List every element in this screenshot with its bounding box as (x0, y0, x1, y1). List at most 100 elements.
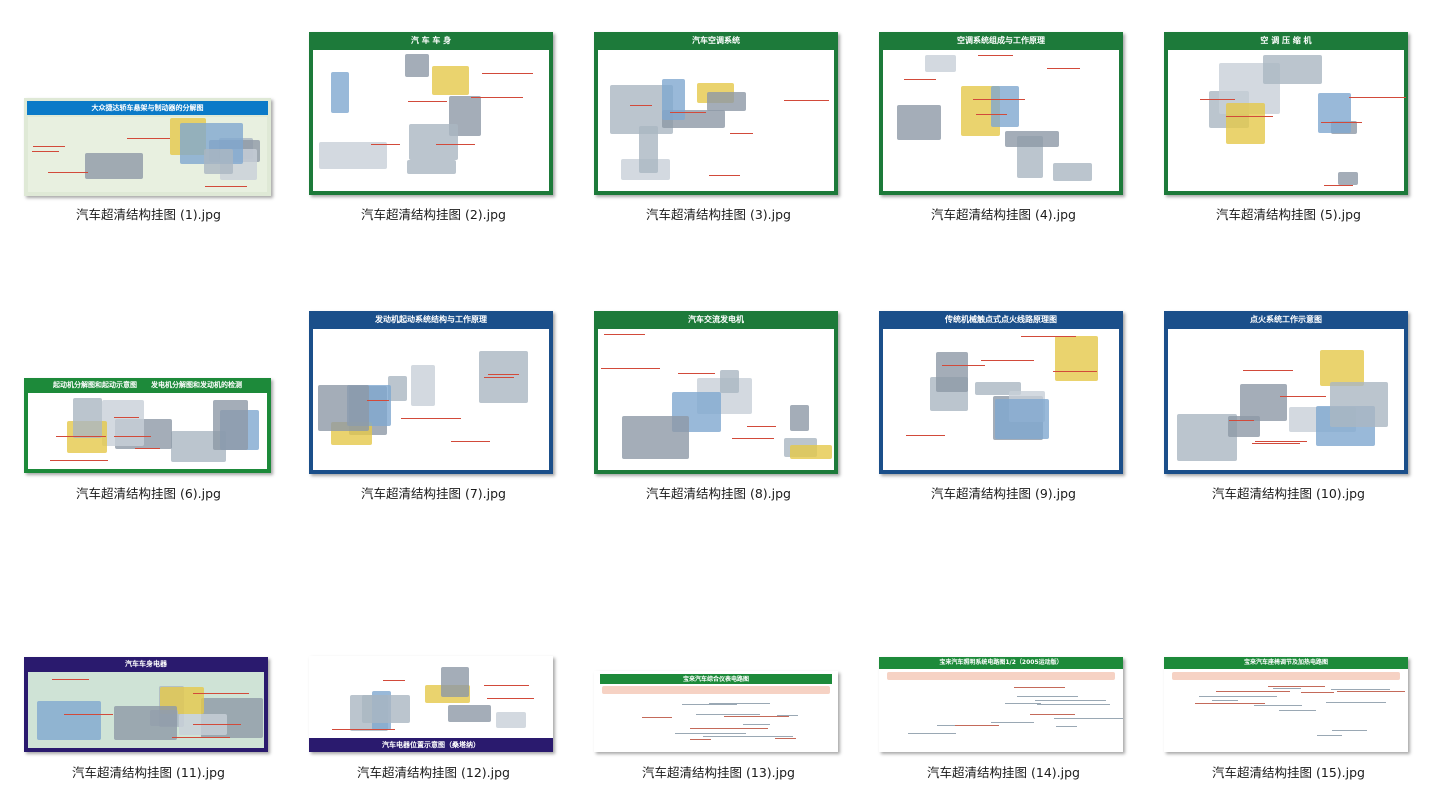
poster-body (1168, 50, 1407, 191)
callout-line (603, 333, 645, 335)
circuit-line (1273, 688, 1302, 690)
file-name[interactable]: 汽车超清结构挂图 (13).jpg (642, 765, 795, 780)
poster-title: 汽车电器位置示意图（桑塔纳） (309, 738, 553, 752)
poster-body (28, 672, 264, 748)
diagram-part (114, 705, 178, 740)
callout-line (382, 679, 406, 681)
poster-body (598, 329, 834, 470)
file-name[interactable]: 汽车超清结构挂图 (9).jpg (931, 486, 1076, 501)
image-thumbnail[interactable]: 汽 车 车 身 (309, 32, 553, 195)
poster-title: 宝来汽车照明系统电路图1/2（2005运动版） (879, 657, 1123, 669)
callout-line (1280, 396, 1326, 398)
circuit-line (777, 715, 798, 717)
callout-line (746, 426, 776, 428)
diagram-part (1052, 162, 1093, 181)
diagram-part (662, 79, 686, 121)
image-thumbnail[interactable]: 汽车车身电器 (24, 657, 268, 752)
diagram-part (995, 399, 1049, 439)
callout-line (134, 447, 161, 449)
callout-line (1226, 115, 1274, 117)
diagram-part (478, 350, 528, 403)
image-thumbnail[interactable]: 空调系统组成与工作原理 (879, 32, 1123, 195)
diagram-part (936, 351, 969, 393)
file-name[interactable]: 汽车超清结构挂图 (5).jpg (1216, 207, 1361, 222)
poster-title: 汽车交流发电机 (598, 311, 834, 328)
callout-line (1251, 443, 1300, 445)
diagram-part (790, 404, 810, 431)
circuit-line (742, 724, 770, 726)
circuit-line (1194, 702, 1266, 704)
file-name[interactable]: 汽车超清结构挂图 (12).jpg (357, 765, 510, 780)
file-name[interactable]: 汽车超清结构挂图 (4).jpg (931, 207, 1076, 222)
callout-line (1348, 97, 1407, 99)
circuit-line (1013, 687, 1058, 689)
callout-line (670, 111, 706, 113)
circuit-line (937, 725, 962, 727)
circuit-line (1056, 726, 1078, 728)
poster-body (883, 670, 1123, 748)
poster-body (313, 329, 549, 470)
callout-line (436, 143, 476, 145)
file-name[interactable]: 汽车超清结构挂图 (6).jpg (76, 486, 221, 501)
image-thumbnail[interactable]: 宝来汽车照明系统电路图1/2（2005运动版） (879, 657, 1123, 752)
callout-line (114, 435, 152, 437)
diagram-part (1239, 384, 1288, 422)
poster-body (1168, 670, 1406, 748)
file-name[interactable]: 汽车超清结构挂图 (14).jpg (927, 765, 1080, 780)
circuit-line (682, 703, 737, 705)
image-thumbnail[interactable]: 大众捷达轿车悬架与制动器的分解图 (24, 98, 271, 196)
callout-line (1242, 370, 1293, 372)
diagram-part (1228, 415, 1260, 438)
circuit-line (642, 716, 673, 718)
file-name[interactable]: 汽车超清结构挂图 (7).jpg (361, 486, 506, 501)
image-thumbnail[interactable]: 汽车空调系统 (594, 32, 838, 195)
diagram-part (720, 370, 739, 394)
diagram-part (85, 153, 144, 180)
image-thumbnail[interactable]: 起动机分解图和起动示意图 发电机分解图和发动机的检测 (24, 378, 271, 473)
file-name[interactable]: 汽车超清结构挂图 (10).jpg (1212, 486, 1365, 501)
diagram-band (887, 672, 1115, 680)
image-thumbnail[interactable]: 汽车交流发电机 (594, 311, 838, 474)
callout-line (470, 96, 523, 98)
diagram-part (317, 384, 369, 432)
file-name[interactable]: 汽车超清结构挂图 (3).jpg (646, 207, 791, 222)
image-thumbnail[interactable]: 点火系统工作示意图 (1164, 311, 1408, 474)
diagram-part (1004, 131, 1060, 148)
file-name[interactable]: 汽车超清结构挂图 (8).jpg (646, 486, 791, 501)
poster-title: 点火系统工作示意图 (1168, 311, 1404, 328)
image-thumbnail[interactable]: 宝来汽车综合仪表电路图 (594, 671, 838, 752)
callout-line (980, 359, 1034, 361)
callout-line (484, 377, 514, 379)
callout-line (408, 101, 447, 103)
image-thumbnail[interactable]: 发动机起动系统结构与工作原理 (309, 311, 553, 474)
file-name[interactable]: 汽车超清结构挂图 (15).jpg (1212, 765, 1365, 780)
poster-body (1168, 329, 1404, 470)
circuit-line (690, 728, 769, 730)
circuit-line (1331, 689, 1391, 691)
callout-line (401, 417, 461, 419)
diagram-part (496, 711, 526, 728)
file-name[interactable]: 汽车超清结构挂图 (11).jpg (72, 765, 225, 780)
diagram-part (331, 72, 350, 114)
callout-line (331, 729, 359, 731)
circuit-line (1300, 691, 1335, 693)
poster-body (313, 50, 549, 191)
callout-line (973, 98, 1025, 100)
callout-line (783, 99, 829, 101)
callout-line (205, 186, 248, 188)
callout-line (63, 714, 113, 716)
circuit-line (774, 737, 796, 739)
image-thumbnail[interactable]: 空 调 压 缩 机 (1164, 32, 1408, 195)
callout-line (1254, 441, 1308, 443)
callout-line (488, 373, 520, 375)
circuit-line (709, 703, 770, 705)
image-thumbnail[interactable]: 传统机械触点式点火线路原理图 (879, 311, 1123, 474)
image-thumbnail[interactable]: 宝来汽车座椅调节及加热电路图 (1164, 657, 1408, 752)
file-name[interactable]: 汽车超清结构挂图 (1).jpg (76, 207, 221, 222)
diagram-part (212, 399, 249, 450)
image-thumbnail[interactable]: 汽车电器位置示意图（桑塔纳） (309, 656, 553, 752)
file-name[interactable]: 汽车超清结构挂图 (2).jpg (361, 207, 506, 222)
diagram-part (638, 125, 659, 173)
circuit-line (1279, 710, 1317, 712)
circuit-line (720, 736, 794, 738)
